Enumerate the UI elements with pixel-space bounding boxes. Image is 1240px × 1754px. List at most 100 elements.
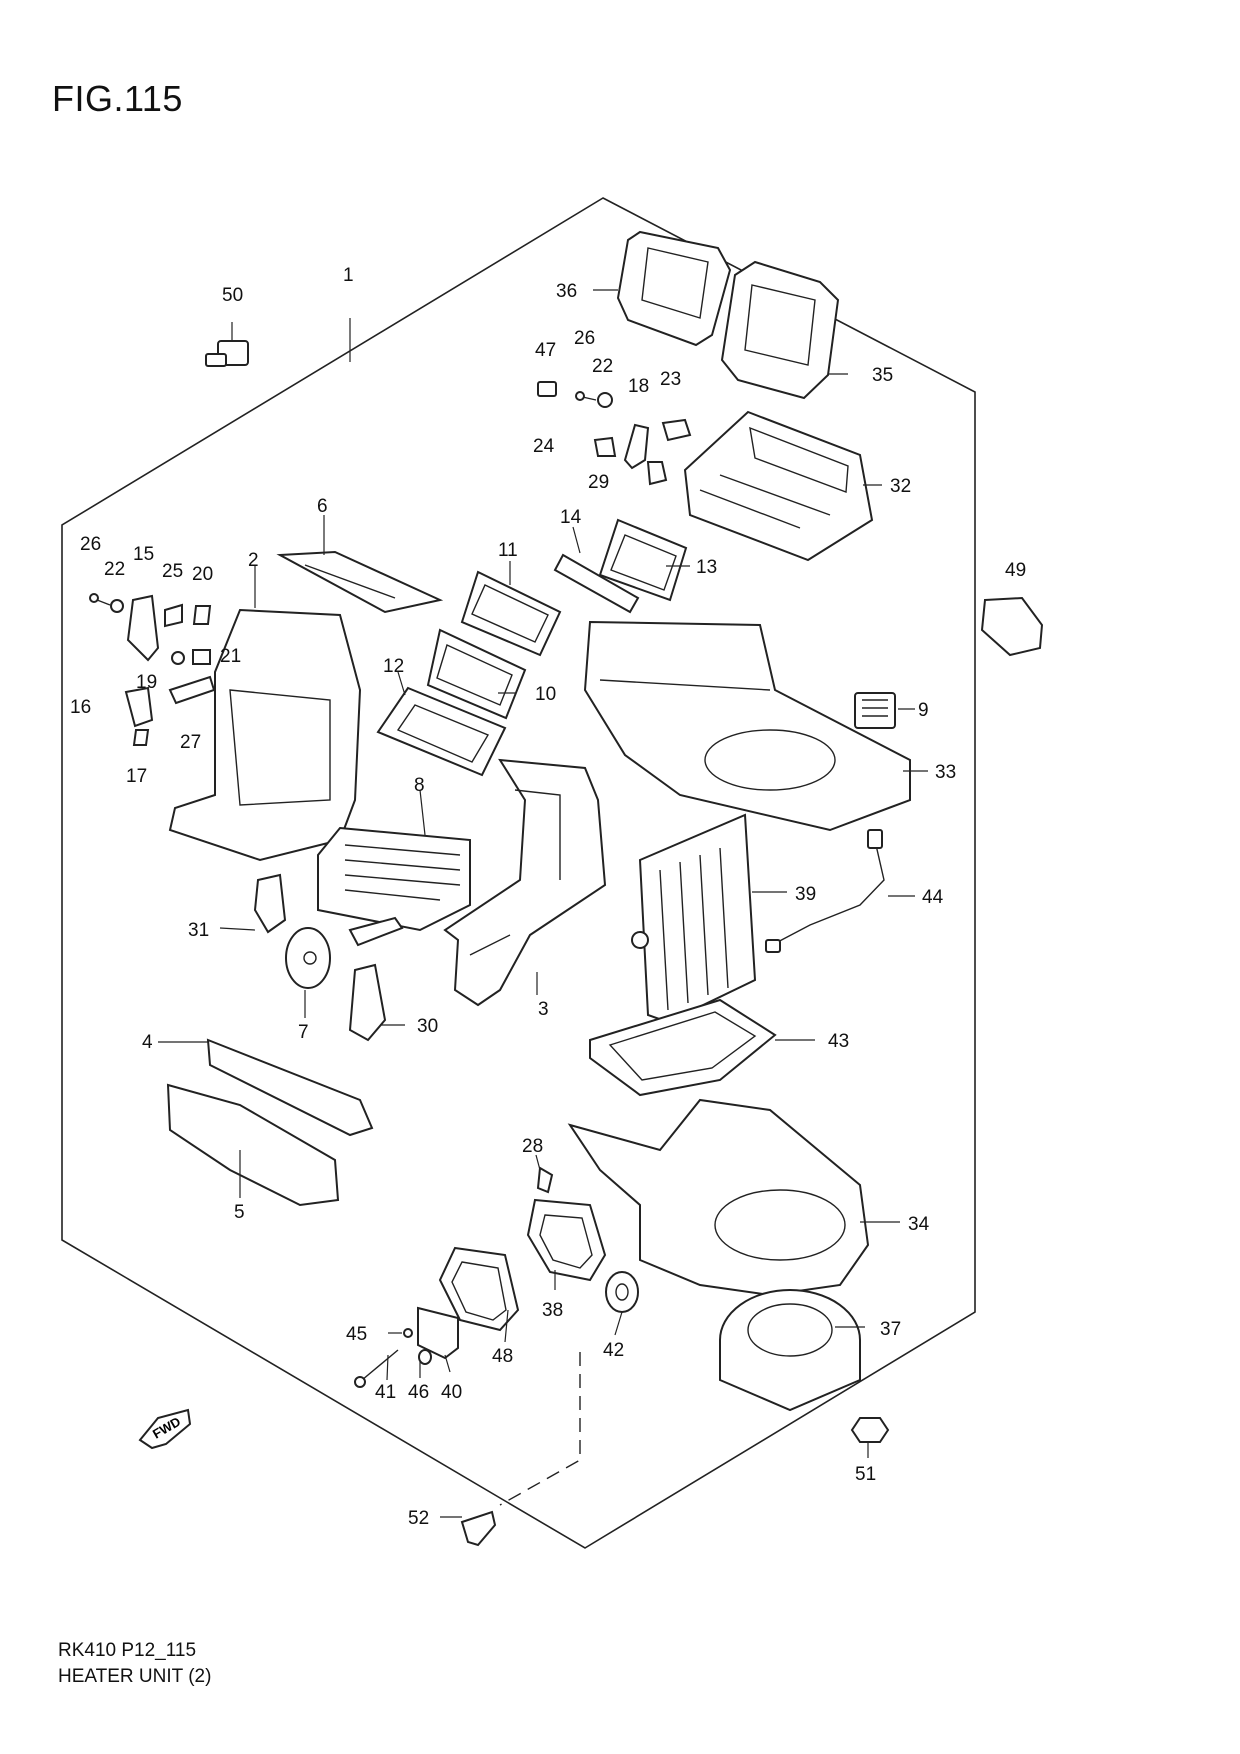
part-49-bracket [980,596,1044,657]
fwd-direction-arrow: FWD [138,1408,192,1450]
part-31-lever [253,873,287,934]
part-12-door [376,686,507,777]
part-48-seal [438,1246,520,1332]
callout-22b: 22 [592,356,613,377]
callout-29: 29 [588,472,609,493]
callout-24: 24 [533,436,555,457]
callout-8: 8 [414,775,425,796]
part-36-duct-seal [616,230,732,347]
callout-38: 38 [542,1300,563,1321]
part-43-tray [589,998,777,1097]
figure-name: HEATER UNIT (2) [58,1666,212,1687]
part-9-resistor [854,692,896,729]
part-7-gear [285,927,331,989]
part-17-link [132,729,150,746]
callout-49: 49 [1005,560,1026,581]
part-28-screw [536,1166,554,1194]
callout-11: 11 [498,540,518,561]
part-16-lever [124,686,154,728]
callout-18: 18 [628,376,649,397]
callout-23: 23 [660,369,681,390]
figure-title: FIG.115 [52,78,183,119]
callout-44: 44 [922,887,944,908]
part-51-nut [850,1417,890,1443]
part-22-washer [597,392,613,408]
part-32-upper-case [683,410,874,562]
part-24-link [593,436,617,457]
callout-5: 5 [234,1202,245,1223]
part-15-actuator [126,594,160,662]
callout-43: 43 [828,1031,849,1052]
callout-26a: 26 [80,534,101,555]
part-18-lever [623,423,650,470]
callout-51: 51 [855,1464,876,1485]
part-40-expansion-valve [417,1306,459,1360]
callout-1: 1 [343,265,354,286]
callout-46: 46 [408,1382,429,1403]
callout-42: 42 [603,1340,624,1361]
part-34-blower-case [567,1098,870,1297]
callout-50: 50 [222,285,243,306]
part-11-door [460,570,562,657]
callout-33: 33 [935,762,956,783]
callout-15: 15 [133,544,154,565]
callout-9: 9 [918,700,929,721]
callout-39: 39 [795,884,816,905]
callout-36: 36 [556,281,577,302]
callout-45: 45 [346,1324,367,1345]
callout-37: 37 [880,1319,901,1340]
callout-47: 47 [535,340,556,361]
drain-path [499,1352,581,1506]
part-10-door [426,628,527,720]
part-21-link [192,649,211,665]
part-4-duct [206,1038,374,1137]
callout-2: 2 [248,550,259,571]
part-26-screw [575,391,597,401]
callout-17: 17 [126,766,147,787]
part-38-seal [526,1198,607,1282]
part-42-grommet [605,1271,639,1313]
part-29-lever [646,461,668,486]
callout-30: 30 [417,1016,438,1037]
callout-3: 3 [538,999,549,1020]
part-52-drain-hose [460,1510,497,1547]
part-19-spring [171,651,185,665]
callout-7: 7 [298,1022,309,1043]
part-23-link [661,418,692,442]
part-44-sensor [765,829,885,953]
callout-26b: 26 [574,328,595,349]
part-13-filter [598,518,688,602]
callout-19: 19 [136,672,157,693]
part-2-left-case [168,608,362,862]
callout-13: 13 [696,557,717,578]
part-30-lever [348,963,387,1042]
part-3-center-case [443,758,607,1007]
figure-code: RK410 P12_115 [58,1640,197,1661]
part-25-link [164,603,183,628]
assembly-boundary [61,197,976,1549]
part-46-o-ring [418,1349,432,1365]
part-35-duct [720,260,840,400]
callout-21: 21 [220,646,241,667]
part-6-door [276,550,444,614]
callout-32: 32 [890,476,911,497]
callout-48: 48 [492,1346,513,1367]
part-22a-washer [110,599,124,613]
callout-27: 27 [180,732,201,753]
part-45-o-ring [403,1328,413,1338]
part-14-seal [553,553,640,614]
callout-12: 12 [383,656,404,677]
callout-28: 28 [522,1136,543,1157]
callout-25: 25 [162,561,183,582]
callout-31: 31 [188,920,209,941]
callout-52: 52 [408,1508,429,1529]
callout-labels: 1 2 3 4 5 6 7 8 9 10 11 12 13 14 15 16 1… [70,265,1026,1529]
callout-41: 41 [375,1382,396,1403]
callout-20: 20 [192,564,213,585]
callout-6: 6 [317,496,328,517]
part-47-clip [537,381,557,397]
part-39-evaporator [631,813,757,1024]
part-41-bolt [354,1349,399,1388]
callout-14: 14 [560,507,582,528]
